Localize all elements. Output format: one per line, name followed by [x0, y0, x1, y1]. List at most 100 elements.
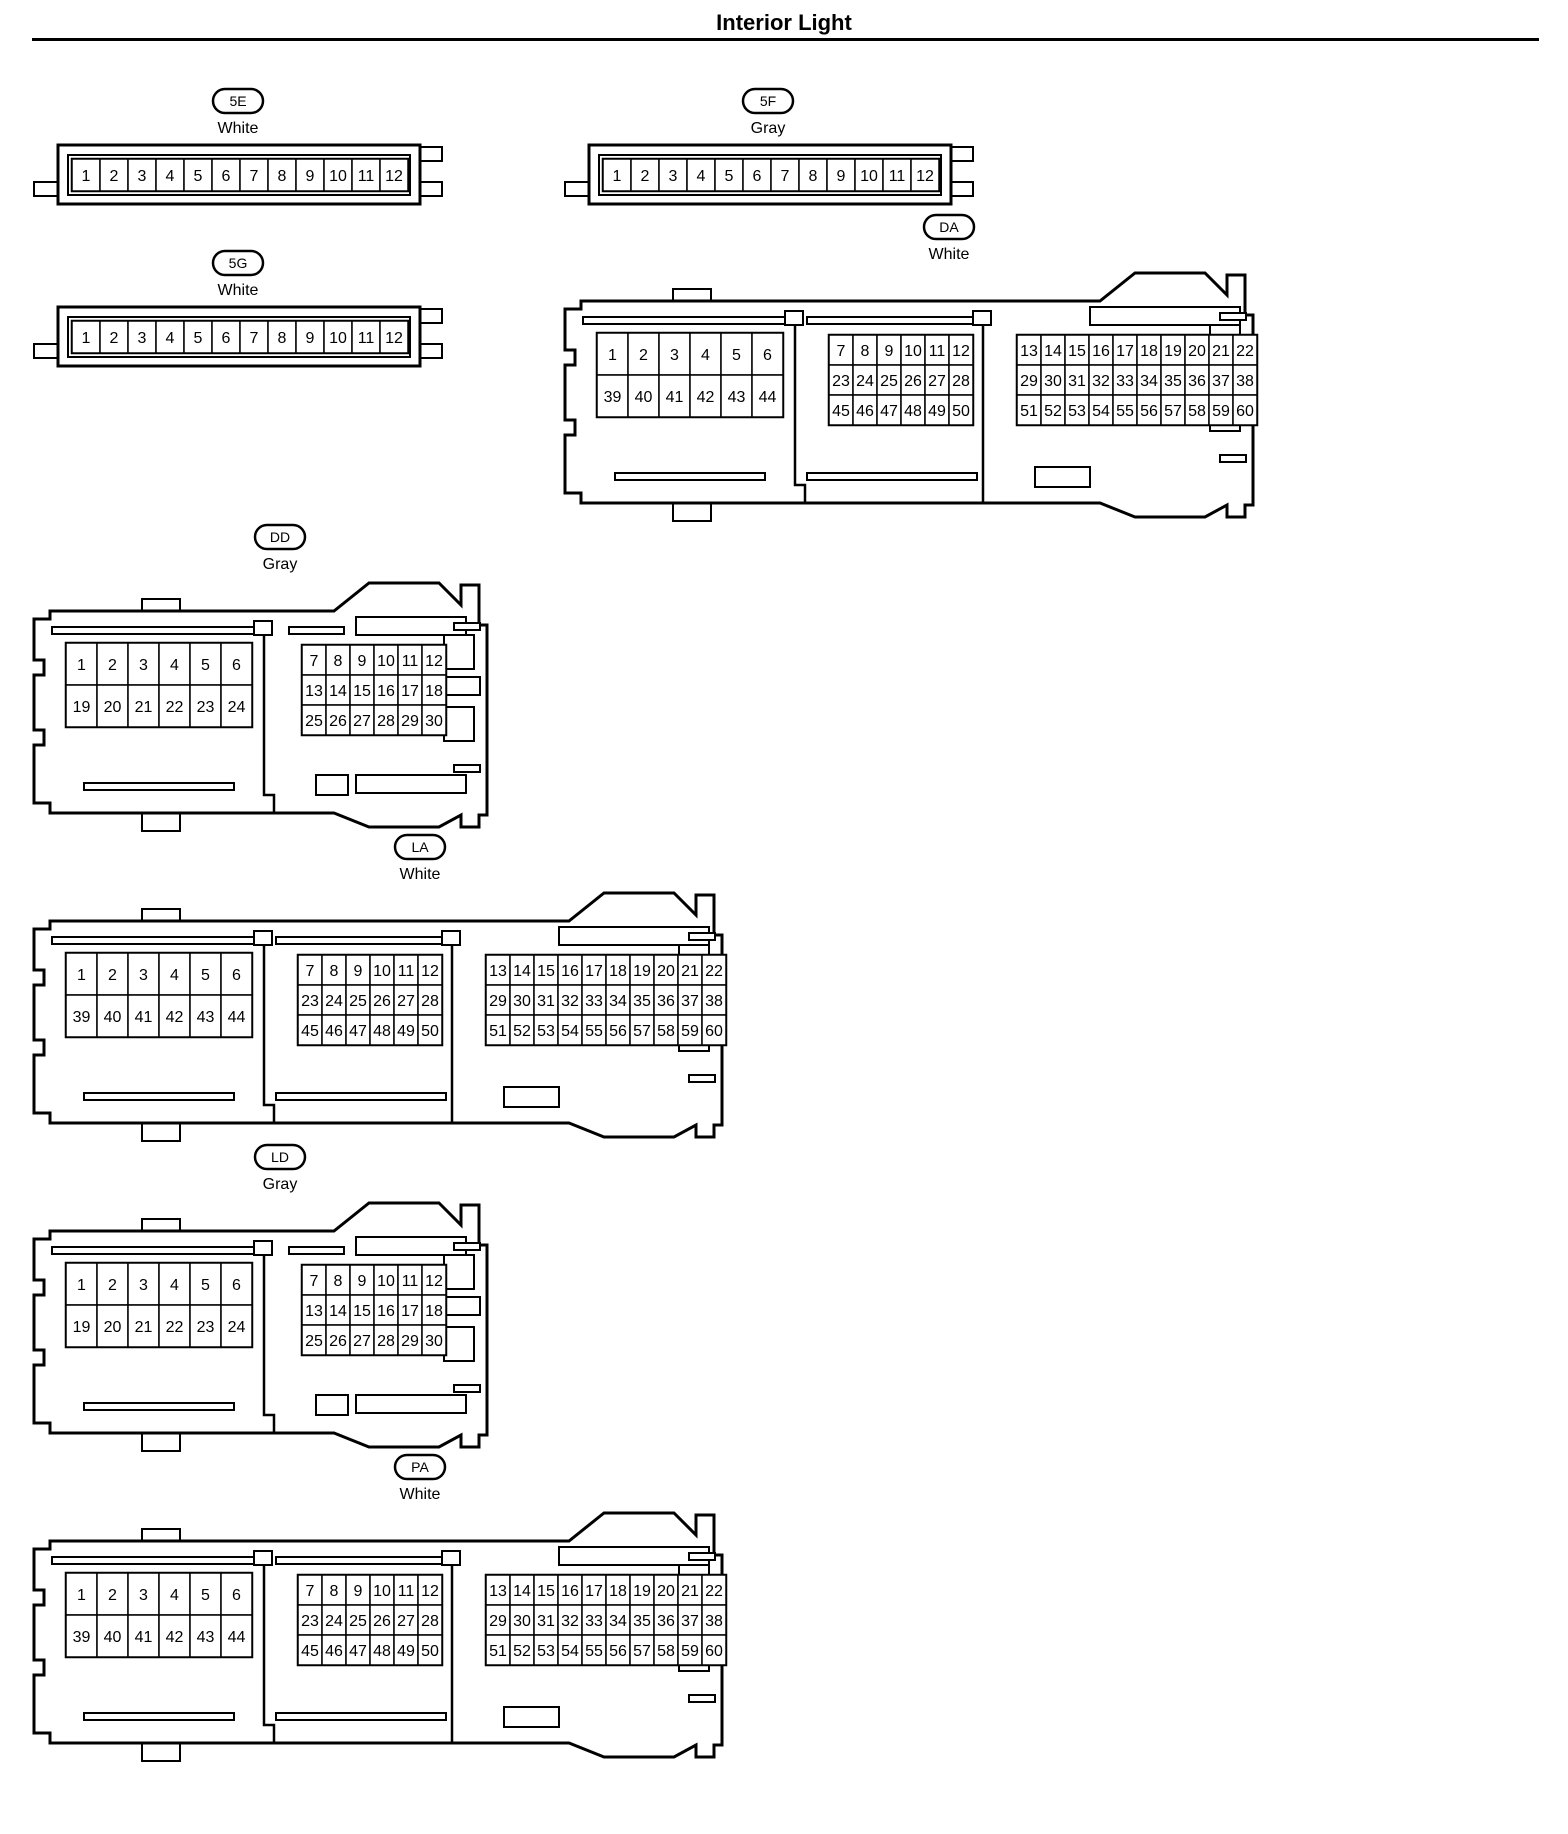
pin-number: 44 — [228, 1009, 246, 1026]
pin-number: 2 — [108, 1277, 117, 1294]
pin-number: 2 — [108, 1587, 117, 1604]
pin-number: 54 — [1092, 403, 1110, 420]
connector-slot — [288, 626, 345, 635]
connector-id: PA — [411, 1459, 429, 1475]
pin-number: 5 — [201, 657, 210, 674]
pin-cell — [267, 158, 297, 192]
pin-cell — [155, 320, 185, 354]
pin-number: 18 — [609, 1583, 627, 1600]
pin-cell — [1016, 364, 1042, 396]
pin-cell — [627, 332, 660, 376]
pin-cell — [65, 994, 98, 1038]
pin-number: 37 — [1212, 373, 1230, 390]
connector-slot — [453, 1384, 481, 1393]
connector-slot — [253, 930, 273, 946]
pin-number: 24 — [325, 1613, 343, 1630]
pin-cell — [325, 1264, 351, 1296]
pin-number: 12 — [385, 168, 403, 185]
pin-number: 8 — [278, 330, 287, 347]
pin-number: 42 — [166, 1629, 184, 1646]
pin-cell — [653, 1014, 679, 1046]
connector-id: LA — [411, 839, 429, 855]
pin-number: 21 — [681, 963, 699, 980]
connector-tab — [564, 181, 592, 197]
pin-number: 6 — [222, 168, 231, 185]
pin-cell — [677, 1604, 703, 1636]
pin-number: 44 — [759, 389, 777, 406]
pin-cell — [349, 1264, 375, 1296]
pin-number: 13 — [305, 1303, 323, 1320]
pin-number: 11 — [929, 343, 946, 360]
pin-cell — [1184, 364, 1210, 396]
pin-cell — [1064, 364, 1090, 396]
pin-cell — [158, 1614, 191, 1658]
pin-number: 4 — [170, 1277, 179, 1294]
pin-number: 13 — [489, 1583, 507, 1600]
pin-cell — [1040, 394, 1066, 426]
pin-number: 27 — [353, 1333, 371, 1350]
pin-number: 24 — [228, 1319, 246, 1336]
pin-number: 40 — [104, 1629, 122, 1646]
pin-number: 10 — [904, 343, 922, 360]
pin-cell — [417, 1574, 443, 1606]
connector-slot — [443, 1254, 475, 1290]
connector-slot — [558, 926, 710, 946]
pin-number: 56 — [1140, 403, 1158, 420]
pin-number: 5 — [201, 967, 210, 984]
pin-cell — [345, 954, 371, 986]
pin-number: 29 — [401, 713, 419, 730]
pin-number: 6 — [763, 347, 772, 364]
pin-cell — [770, 158, 800, 192]
pin-cell — [301, 1294, 327, 1326]
pin-number: 48 — [373, 1643, 391, 1660]
pin-number: 30 — [425, 1333, 443, 1350]
pin-number: 4 — [697, 168, 706, 185]
pin-number: 24 — [325, 993, 343, 1010]
pin-number: 11 — [358, 168, 375, 185]
pin-number: 36 — [657, 1613, 675, 1630]
connector-color: White — [218, 282, 259, 299]
pin-cell — [379, 320, 409, 354]
connector-slot — [355, 1236, 467, 1256]
pin-number: 47 — [349, 1643, 367, 1660]
pin-cell — [948, 364, 974, 396]
pin-number: 25 — [349, 993, 367, 1010]
connector-tab — [33, 181, 61, 197]
connector-slot — [443, 676, 481, 696]
pin-cell — [852, 334, 878, 366]
pin-number: 55 — [585, 1023, 603, 1040]
pin-cell — [349, 1294, 375, 1326]
pin-number: 21 — [681, 1583, 699, 1600]
pin-cell — [220, 1304, 253, 1348]
pin-number: 12 — [421, 963, 439, 980]
connector-badge — [253, 1143, 307, 1171]
pin-number: 54 — [561, 1023, 579, 1040]
pin-number: 3 — [138, 330, 147, 347]
pin-number: 26 — [373, 993, 391, 1010]
pin-number: 5 — [732, 347, 741, 364]
pin-number: 9 — [358, 653, 367, 670]
pin-number: 23 — [197, 699, 215, 716]
connector-id: DA — [939, 219, 959, 235]
pin-cell — [1208, 394, 1234, 426]
connector-slot — [355, 774, 467, 794]
pin-number: 9 — [306, 330, 315, 347]
pin-cell — [220, 642, 253, 686]
pin-cell — [127, 684, 160, 728]
pin-number: 23 — [301, 993, 319, 1010]
pin-number: 53 — [537, 1643, 555, 1660]
connector-slot — [51, 1556, 263, 1565]
pin-cell — [349, 674, 375, 706]
pin-number: 40 — [635, 389, 653, 406]
connector-slot — [1219, 454, 1247, 463]
pin-cell — [369, 984, 395, 1016]
pin-number: 30 — [513, 1613, 531, 1630]
connector-slot — [83, 1092, 235, 1101]
pin-number: 7 — [250, 168, 259, 185]
pin-number: 2 — [641, 168, 650, 185]
connector-tab — [948, 181, 974, 197]
pin-cell — [1064, 334, 1090, 366]
pin-number: 11 — [398, 1583, 415, 1600]
